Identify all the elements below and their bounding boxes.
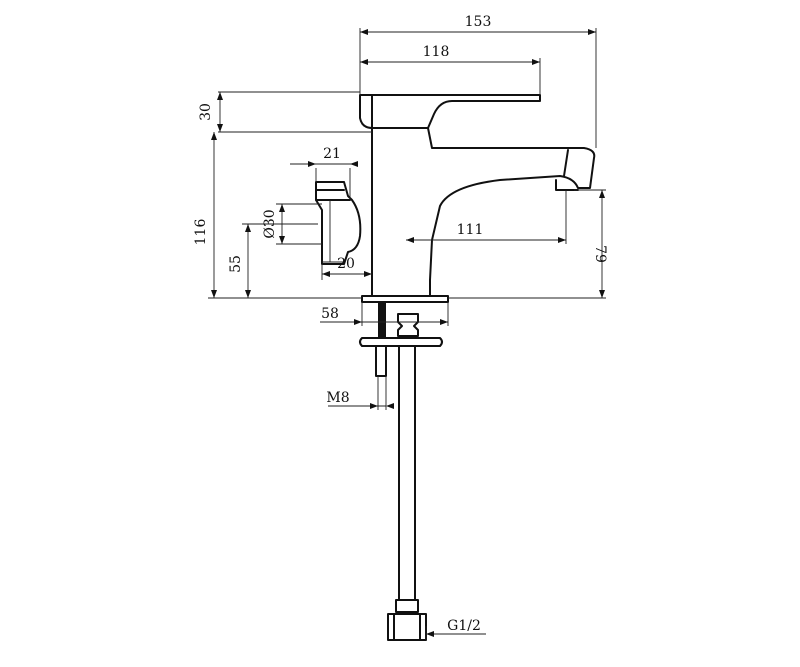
faucet-body — [315, 94, 596, 303]
dim-base-diameter: 58 — [321, 306, 339, 322]
hose-fitting — [387, 599, 427, 641]
dim-knob-diameter: Ø30 — [262, 209, 278, 238]
dimension-lines — [208, 28, 606, 640]
dim-total-height: 116 — [193, 219, 209, 246]
mounting-hardware — [359, 302, 443, 641]
mounting-stud — [378, 302, 386, 338]
dimension-arrows — [211, 29, 605, 637]
dim-knob-width: 21 — [323, 146, 341, 162]
lever-handle — [359, 94, 541, 129]
dim-overall-width: 153 — [465, 14, 492, 30]
clamp-washer — [359, 337, 443, 347]
dim-knob-axis-height: 55 — [228, 255, 244, 273]
mounting-nut — [397, 313, 419, 337]
base-plate — [361, 295, 449, 303]
body-bottom — [371, 279, 431, 297]
side-knob — [315, 181, 362, 265]
spout-tip — [555, 149, 579, 191]
lower-stud — [375, 345, 387, 377]
knob-inner — [322, 200, 344, 263]
supply-hose — [398, 345, 416, 601]
spout-body — [371, 127, 596, 281]
dim-spout-height: 79 — [592, 245, 608, 263]
dim-spout-projection: 111 — [457, 222, 484, 238]
dim-knob-depth: 20 — [337, 256, 355, 272]
dim-stud-thread: M8 — [326, 390, 349, 406]
dim-hose-thread: G1/2 — [447, 618, 481, 634]
knob-cap — [315, 189, 351, 201]
dim-lever-height: 30 — [198, 103, 214, 121]
dim-spout-reach: 118 — [423, 44, 450, 60]
